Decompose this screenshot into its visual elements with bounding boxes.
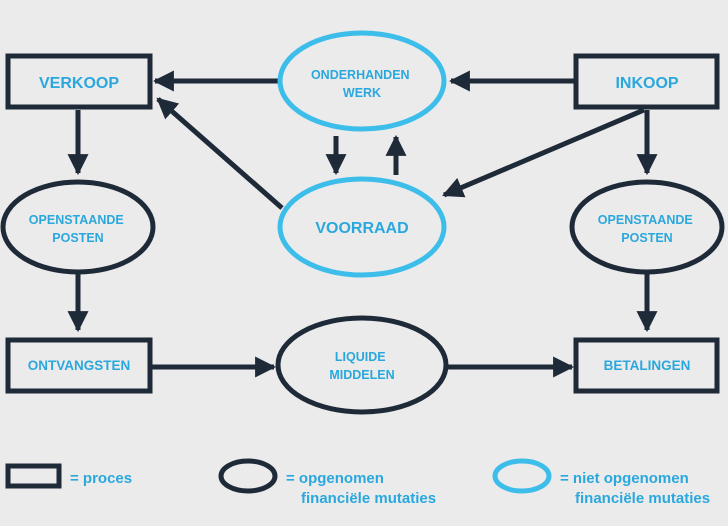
node-verkoop: VERKOOP <box>5 53 153 110</box>
non-financial-ellipse <box>277 176 447 278</box>
legend: = proces = opgenomen financiële mutaties… <box>5 458 710 507</box>
node-label: ONTVANGSTEN <box>28 358 131 373</box>
arrow-inkoop-to-voorraad <box>442 107 645 198</box>
financial-ellipse <box>275 315 449 415</box>
node-label: LIQUIDE MIDDELEN <box>329 350 394 382</box>
node-label-line-1: LIQUIDE <box>335 350 386 364</box>
node-onderhanden-werk: ONDERHANDEN WERK <box>277 30 447 132</box>
node-label-line-1: OPENSTAANDE <box>29 213 124 227</box>
node-label: ONDERHANDEN WERK <box>311 68 413 100</box>
legend-nonfinancial-line-2: financiële mutaties <box>575 490 710 507</box>
legend-financial-swatch <box>218 458 278 494</box>
legend-process-label: = proces <box>70 470 132 487</box>
node-betalingen: BETALINGEN <box>573 337 720 394</box>
node-label-line-2: WERK <box>343 86 381 100</box>
non-financial-ellipse <box>277 30 447 132</box>
arrows <box>67 70 658 378</box>
process-box <box>5 337 153 394</box>
node-inkoop: INKOOP <box>573 53 720 110</box>
node-label: VERKOOP <box>39 75 119 92</box>
legend-financial-line-2: financiële mutaties <box>301 490 436 507</box>
financial-ellipse <box>569 179 725 275</box>
node-openstaande-posten-left: OPENSTAANDE POSTEN <box>0 179 156 275</box>
legend-financial-label: = opgenomen financiële mutaties <box>286 470 436 507</box>
legend-nonfinancial-line-1: = niet opgenomen <box>560 470 689 487</box>
process-box <box>5 53 153 110</box>
node-label: OPENSTAANDE POSTEN <box>29 213 127 245</box>
node-openstaande-posten-right: OPENSTAANDE POSTEN <box>569 179 725 275</box>
legend-nonfinancial-swatch <box>492 458 552 494</box>
node-ontvangsten: ONTVANGSTEN <box>5 337 153 394</box>
node-label-line-2: POSTEN <box>621 231 672 245</box>
financial-ellipse <box>0 179 156 275</box>
process-box <box>573 337 720 394</box>
node-label: BETALINGEN <box>604 358 691 373</box>
node-liquide-middelen: LIQUIDE MIDDELEN <box>275 315 449 415</box>
node-label-line-2: POSTEN <box>52 231 103 245</box>
node-label: OPENSTAANDE POSTEN <box>598 213 696 245</box>
node-voorraad: VOORRAAD <box>277 176 447 278</box>
arrow-voorraad-to-verkoop <box>156 97 284 210</box>
node-label: VOORRAAD <box>315 220 408 237</box>
node-label-line-2: MIDDELEN <box>329 368 394 382</box>
process-box <box>573 53 720 110</box>
legend-process-swatch <box>5 463 62 489</box>
node-label-line-1: OPENSTAANDE <box>598 213 693 227</box>
legend-financial-line-1: = opgenomen <box>286 470 384 487</box>
node-label: INKOOP <box>615 75 678 92</box>
legend-nonfinancial-label: = niet opgenomen financiële mutaties <box>560 470 710 507</box>
node-label-line-1: ONDERHANDEN <box>311 68 410 82</box>
